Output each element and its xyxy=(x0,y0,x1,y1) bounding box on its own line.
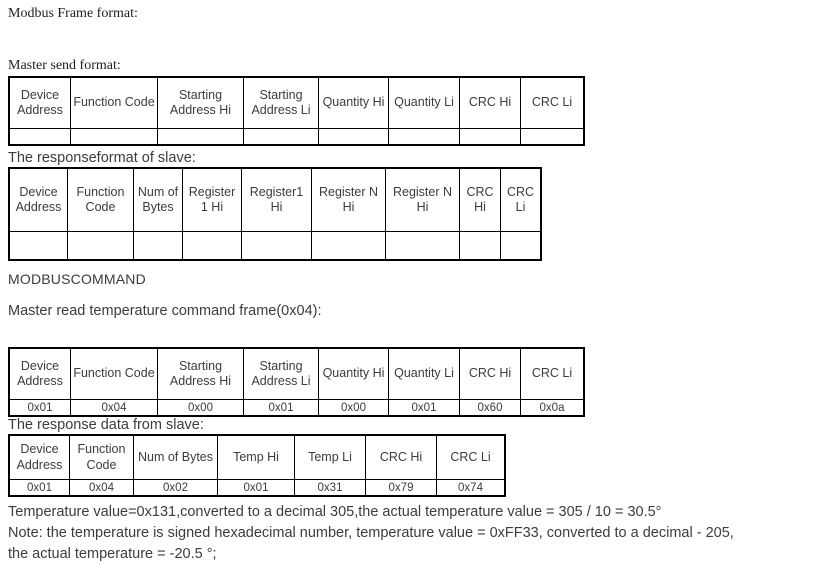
header-cell: Starting Address Li xyxy=(243,76,319,129)
header-cell: CRC Li xyxy=(436,434,506,480)
page-title: Modbus Frame format: xyxy=(8,6,138,21)
data-cell xyxy=(388,128,460,146)
temperature-notes: Temperature value=0x131,converted to a d… xyxy=(8,502,818,565)
data-cell xyxy=(459,128,521,146)
header-cell: Quantity Hi xyxy=(318,76,389,129)
data-cell: 0x01 xyxy=(388,399,460,417)
header-cell: Function Code xyxy=(69,434,134,480)
modbus-command-heading: MODBUSCOMMAND xyxy=(8,271,146,287)
data-cell xyxy=(182,231,242,261)
data-cell xyxy=(385,231,460,261)
section-slave-response-data: The response data from slave: Device Add… xyxy=(8,417,818,497)
header-cell: Temp Li xyxy=(294,434,366,480)
header-cell: Device Address xyxy=(8,434,70,480)
note-line: the actual temperature = -20.5 °; xyxy=(8,546,217,562)
data-cell: 0x31 xyxy=(294,479,366,497)
header-cell: Device Address xyxy=(8,347,71,400)
data-cell: 0x79 xyxy=(365,479,437,497)
header-cell: CRC Li xyxy=(520,347,585,400)
header-cell: CRC Li xyxy=(520,76,585,129)
header-cell: Temp Hi xyxy=(217,434,295,480)
header-cell: Function Code xyxy=(70,76,158,129)
data-cell xyxy=(318,128,389,146)
data-cell xyxy=(70,128,158,146)
header-cell: CRC Hi xyxy=(459,167,501,232)
data-cell xyxy=(459,231,501,261)
data-cell xyxy=(133,231,183,261)
table-label-slave-response-data: The response data from slave: xyxy=(8,417,204,433)
header-cell: Register N Hi xyxy=(385,167,460,232)
data-cell xyxy=(8,128,71,146)
header-cell: Quantity Hi xyxy=(318,347,389,400)
header-cell: Num of Bytes xyxy=(133,434,218,480)
header-cell: CRC Li xyxy=(500,167,542,232)
data-cell xyxy=(241,231,312,261)
data-cell xyxy=(520,128,585,146)
data-cell: 0x01 xyxy=(8,479,70,497)
note-line: Note: the temperature is signed hexadeci… xyxy=(8,525,734,541)
data-cell: 0x04 xyxy=(69,479,134,497)
section-slave-response-format: The responseformat of slave: Device Addr… xyxy=(8,150,818,261)
header-cell: Register1 Hi xyxy=(241,167,312,232)
header-cell: Starting Address Hi xyxy=(157,347,244,400)
header-cell: Starting Address Hi xyxy=(157,76,244,129)
header-cell: Quantity Li xyxy=(388,347,460,400)
header-cell: Function Code xyxy=(67,167,134,232)
header-cell: Register N Hi xyxy=(311,167,386,232)
note-line: Temperature value=0x131,converted to a d… xyxy=(8,504,662,520)
data-cell: 0x01 xyxy=(243,399,319,417)
header-cell: Device Address xyxy=(8,76,71,129)
header-cell: CRC Hi xyxy=(365,434,437,480)
data-cell: 0x02 xyxy=(133,479,218,497)
header-cell: Register 1 Hi xyxy=(182,167,242,232)
table-label-master-send: Master send format: xyxy=(8,58,121,73)
header-cell: Starting Address Li xyxy=(243,347,319,400)
header-cell: CRC Hi xyxy=(459,347,521,400)
table-row xyxy=(8,231,542,261)
data-cell: 0x00 xyxy=(157,399,244,417)
table-row xyxy=(8,128,585,146)
table-label-slave-response-format: The responseformat of slave: xyxy=(8,150,196,166)
data-cell: 0x01 xyxy=(217,479,295,497)
data-cell xyxy=(157,128,244,146)
header-cell: Quantity Li xyxy=(388,76,460,129)
data-cell xyxy=(500,231,542,261)
data-cell: 0x0a xyxy=(520,399,585,417)
data-cell: 0x74 xyxy=(436,479,506,497)
header-cell: Device Address xyxy=(8,167,68,232)
read-command-heading: Master read temperature command frame(0x… xyxy=(8,303,322,319)
header-cell: CRC Hi xyxy=(459,76,521,129)
header-cell: Num of Bytes xyxy=(133,167,183,232)
data-cell xyxy=(311,231,386,261)
data-cell xyxy=(8,231,68,261)
data-cell xyxy=(67,231,134,261)
data-cell xyxy=(243,128,319,146)
data-cell: 0x01 xyxy=(8,399,71,417)
data-cell: 0x60 xyxy=(459,399,521,417)
data-cell: 0x00 xyxy=(318,399,389,417)
data-cell: 0x04 xyxy=(70,399,158,417)
header-cell: Function Code xyxy=(70,347,158,400)
